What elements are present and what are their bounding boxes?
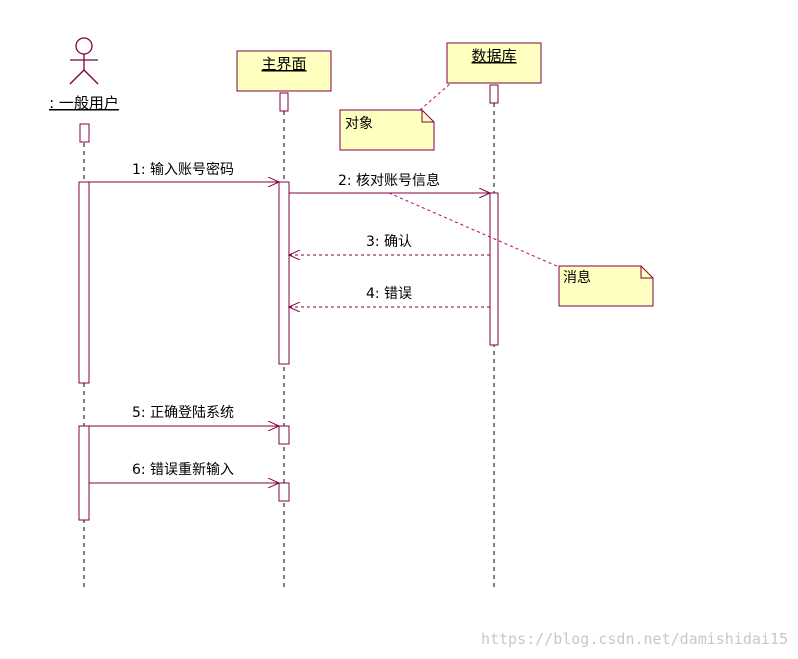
object-name-main-ui: 主界面 <box>261 55 306 73</box>
message-label-5: 5: 正确登陆系统 <box>132 405 234 421</box>
activation-database-1 <box>489 192 499 346</box>
activation-actor-1 <box>78 181 90 384</box>
activation-actor-2 <box>78 425 90 521</box>
message-label-3: 3: 确认 <box>366 234 412 250</box>
message-label-1: 1: 输入账号密码 <box>132 161 234 178</box>
object-box-database[interactable] <box>446 42 542 84</box>
message-label-4: 4: 错误 <box>366 286 412 302</box>
message-label-6: 6: 错误重新输入 <box>132 462 234 478</box>
actor-icon <box>69 37 99 85</box>
activation-main-ui-head <box>279 92 289 112</box>
note-object-text: 对象 <box>345 116 373 132</box>
activation-main-ui-3 <box>278 482 290 502</box>
message-label-2: 2: 核对账号信息 <box>338 172 440 189</box>
note-object[interactable] <box>339 109 435 151</box>
object-box-main-ui[interactable] <box>236 50 332 92</box>
note-message[interactable] <box>558 265 654 307</box>
note-connector-object <box>419 82 452 111</box>
activation-database-head <box>489 84 499 104</box>
object-name-database: 数据库 <box>471 47 516 65</box>
activation-actor-head <box>79 123 90 143</box>
actor-name: : 一般用户 <box>49 94 119 112</box>
watermark-text: https://blog.csdn.net/damishidai15 <box>481 630 788 648</box>
activation-main-ui-1 <box>278 181 290 365</box>
note-connector-message <box>388 192 560 268</box>
activation-main-ui-2 <box>278 425 290 445</box>
note-message-text: 消息 <box>563 269 591 286</box>
